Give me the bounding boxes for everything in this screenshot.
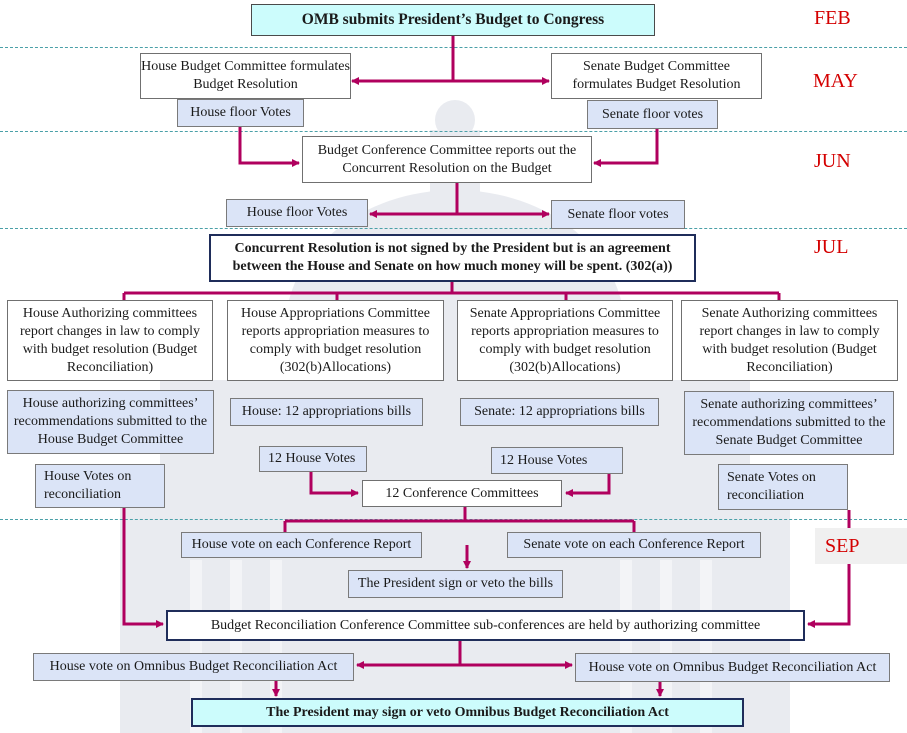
senate-authorizing-committees-box: Senate Authorizing committees report cha… bbox=[681, 300, 898, 381]
month-label-feb: FEB bbox=[814, 7, 851, 29]
house-budget-committee-box: House Budget Committee formulates Budget… bbox=[140, 53, 351, 99]
senate-auth-recommendations-box: Senate authorizing committees’ recommend… bbox=[684, 391, 894, 455]
senate-votes-on-reconciliation-box: Senate Votes on reconciliation bbox=[718, 464, 848, 510]
president-omnibus-box: The President may sign or veto Omnibus B… bbox=[191, 698, 744, 727]
senate-floor-votes-box: Senate floor votes bbox=[587, 100, 718, 129]
senate-12-votes-box: 12 House Votes bbox=[491, 447, 623, 474]
house-floor-votes-box: House floor Votes bbox=[177, 99, 304, 127]
month-label-jun: JUN bbox=[814, 150, 851, 172]
house-floor-votes-2-box: House floor Votes bbox=[226, 199, 368, 227]
senate-vote-conference-report-box: Senate vote on each Conference Report bbox=[507, 532, 761, 558]
house-authorizing-committees-box: House Authorizing committees report chan… bbox=[7, 300, 213, 381]
month-divider bbox=[0, 131, 907, 132]
reconciliation-conference-box: Budget Reconciliation Conference Committ… bbox=[166, 610, 805, 641]
senate-appropriations-committee-box: Senate Appropriations Committee reports … bbox=[457, 300, 673, 381]
budget-conference-committee-box: Budget Conference Committee reports out … bbox=[302, 136, 592, 183]
twelve-conference-committees-box: 12 Conference Committees bbox=[362, 480, 562, 507]
house-12-appropriations-bills-box: House: 12 appropriations bills bbox=[230, 398, 423, 426]
house-vote-conference-report-box: House vote on each Conference Report bbox=[181, 532, 422, 558]
month-label-jul: JUL bbox=[814, 236, 849, 258]
house-auth-recommendations-box: House authorizing committees’ recommenda… bbox=[7, 390, 214, 454]
omb-submits-budget-box: OMB submits President’s Budget to Congre… bbox=[251, 4, 655, 36]
house-vote-omnibus-box: House vote on Omnibus Budget Reconciliat… bbox=[33, 653, 354, 681]
month-label-sep-text: SEP bbox=[825, 534, 860, 557]
concurrent-resolution-box: Concurrent Resolution is not signed by t… bbox=[209, 234, 696, 282]
house-12-votes-box: 12 House Votes bbox=[259, 446, 367, 472]
senate-12-appropriations-bills-box: Senate: 12 appropriations bills bbox=[460, 398, 659, 426]
month-divider bbox=[0, 47, 907, 48]
month-divider bbox=[0, 228, 907, 229]
president-sign-veto-bills-box: The President sign or veto the bills bbox=[348, 570, 563, 598]
senate-vote-omnibus-box: House vote on Omnibus Budget Reconciliat… bbox=[575, 653, 890, 682]
month-label-may: MAY bbox=[813, 70, 858, 92]
month-divider bbox=[0, 519, 907, 520]
house-votes-on-reconciliation-box: House Votes on reconciliation bbox=[35, 464, 165, 508]
house-appropriations-committee-box: House Appropriations Committee reports a… bbox=[227, 300, 444, 381]
month-label-sep: SEP bbox=[815, 528, 907, 564]
senate-budget-committee-box: Senate Budget Committee formulates Budge… bbox=[551, 53, 762, 99]
senate-floor-votes-2-box: Senate floor votes bbox=[551, 200, 685, 229]
